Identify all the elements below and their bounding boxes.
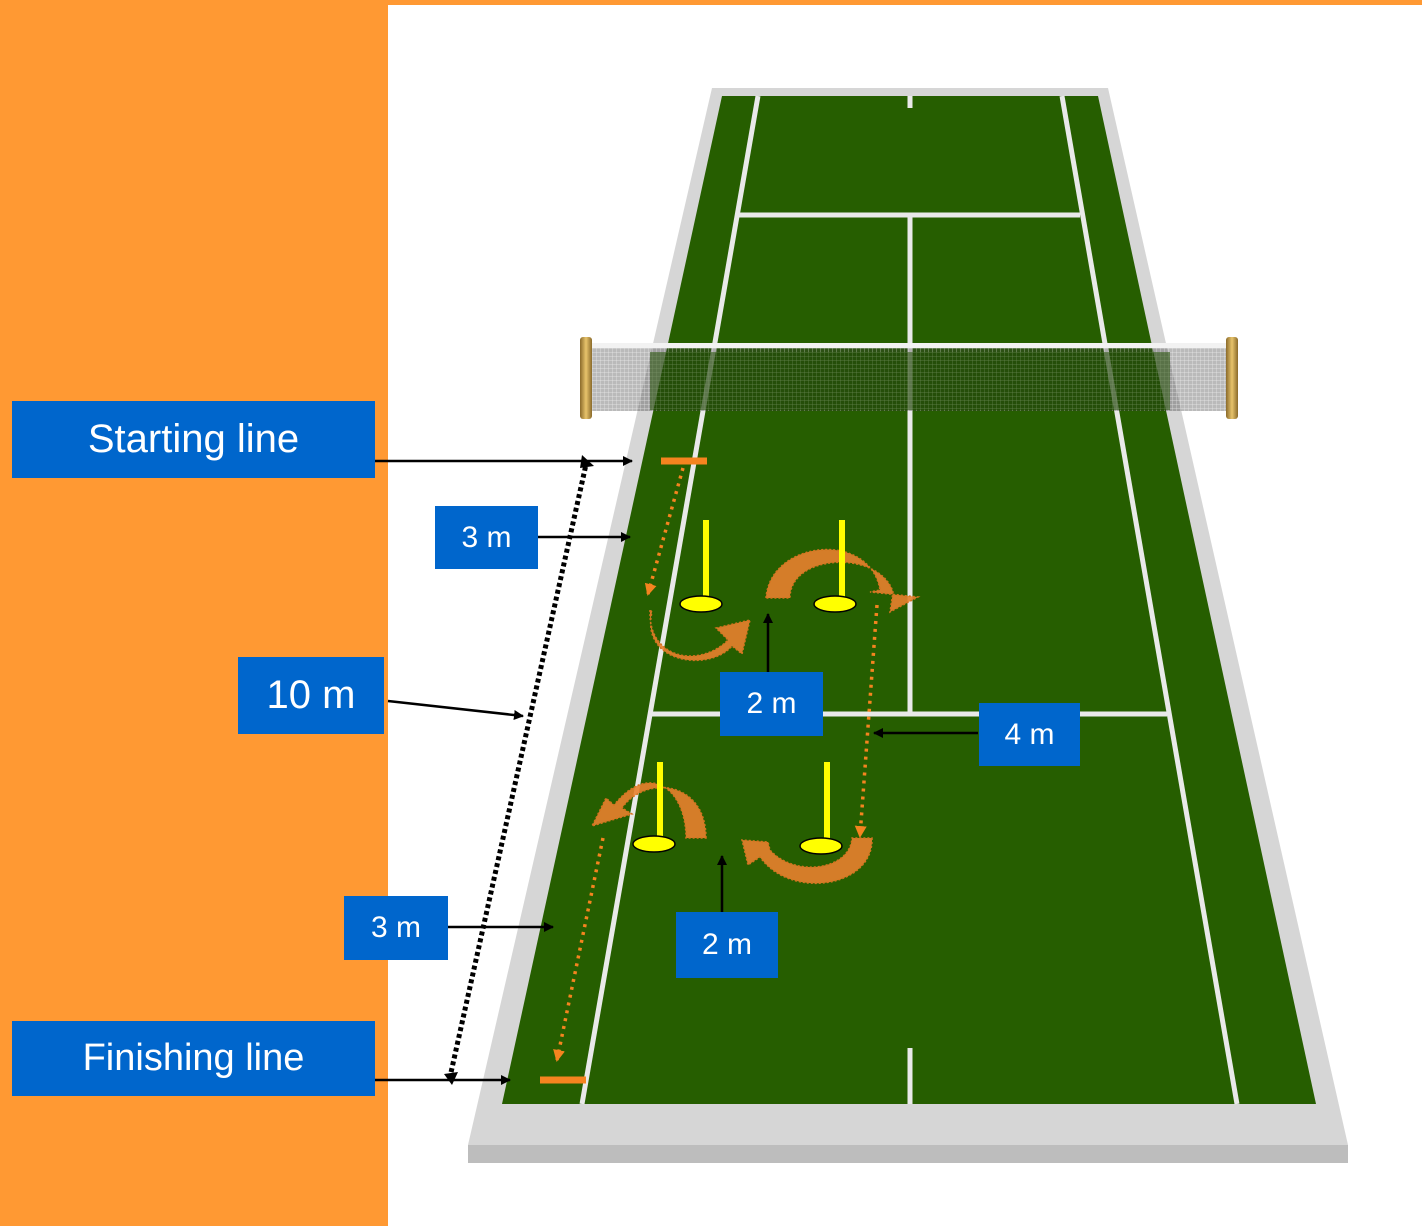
pointer-ten-m: [388, 701, 523, 716]
net-post-right: [1226, 337, 1238, 419]
court-surround-side: [468, 1145, 1348, 1163]
starting-line-label: Starting line: [12, 401, 375, 478]
four-m-label: 4 m: [979, 703, 1080, 766]
three-m-bottom-label: 3 m: [344, 896, 448, 960]
two-m-bottom-label: 2 m: [676, 912, 778, 978]
finishing-line-label: Finishing line: [12, 1021, 375, 1096]
net-tape: [592, 343, 1232, 348]
tennis-court: [468, 88, 1348, 1163]
net-shadow: [650, 352, 1170, 410]
top-bar: [388, 0, 1422, 5]
ten-m-arrowhead-bottom: [444, 1072, 458, 1085]
two-m-top-label: 2 m: [720, 672, 823, 736]
ten-m-label: 10 m: [238, 657, 384, 734]
net-post-left: [580, 337, 592, 419]
three-m-top-label: 3 m: [435, 506, 538, 569]
